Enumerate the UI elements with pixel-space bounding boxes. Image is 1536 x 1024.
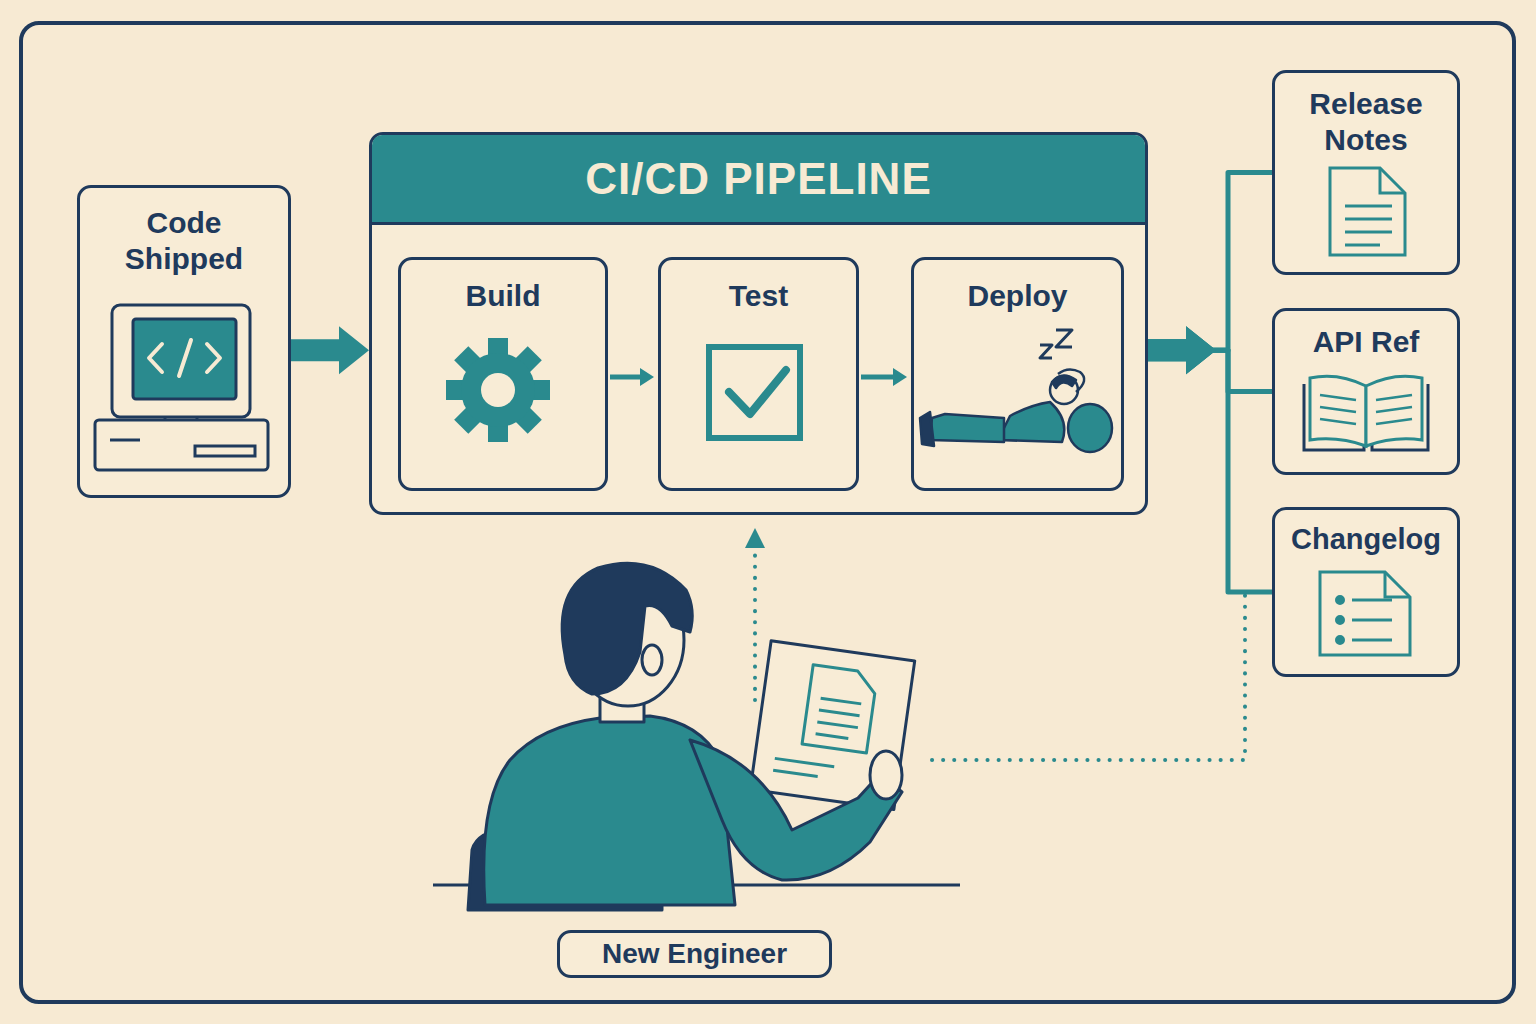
- block-arrow: [1148, 326, 1216, 374]
- connector: [861, 368, 907, 386]
- node-title: Test: [669, 278, 849, 314]
- connector: [1148, 326, 1272, 391]
- block-arrow: [1148, 326, 1216, 374]
- source-box: Code Shipped: [77, 185, 291, 498]
- stage-box: Build: [398, 257, 608, 491]
- stage-box: Deploy: [911, 257, 1124, 491]
- role-label-box: New Engineer: [557, 930, 832, 978]
- node-title: New Engineer: [565, 936, 825, 972]
- stage-box: Test: [658, 257, 859, 491]
- arrowhead: [640, 368, 654, 386]
- block-arrow: [291, 326, 369, 374]
- computer-illustration: [95, 305, 268, 470]
- node-title: Release Notes: [1286, 86, 1446, 158]
- arrow-shaft: [610, 375, 642, 380]
- list-document-icon: [1320, 572, 1410, 655]
- branch-line: [1212, 350, 1272, 391]
- engineer-illustration: [433, 563, 960, 910]
- connector: [610, 368, 654, 386]
- arrow-shaft: [861, 375, 895, 380]
- sleeping-person: [920, 330, 1112, 452]
- arrowhead: [893, 368, 907, 386]
- leader-arrowhead: [745, 528, 765, 548]
- branch-line: [1212, 350, 1272, 592]
- output-box: API Ref: [1272, 308, 1460, 475]
- book-icon: [1304, 376, 1428, 450]
- node-title: Deploy: [923, 278, 1113, 314]
- output-box: Release Notes: [1272, 70, 1460, 275]
- gear-icon: [446, 338, 550, 442]
- output-box: Changelog: [1272, 507, 1460, 677]
- node-title: CI/CD PIPELINE: [585, 154, 932, 204]
- node-title: API Ref: [1281, 324, 1451, 360]
- connector: [1148, 173, 1272, 375]
- document-icon: [1330, 168, 1405, 255]
- branch-line: [1212, 173, 1272, 351]
- checkbox-icon: [709, 347, 800, 438]
- outer-frame: [21, 23, 1514, 1002]
- node-title: Changelog: [1276, 521, 1456, 557]
- connector: [1148, 326, 1272, 592]
- header-band: CI/CD PIPELINE: [372, 135, 1145, 225]
- dotted-leader: [755, 548, 1245, 760]
- node-title: Code Shipped: [109, 205, 259, 277]
- node-title: Build: [408, 278, 598, 314]
- block-arrow: [1148, 326, 1216, 374]
- pipeline-box: CI/CD PIPELINE Build Test Deploy: [369, 132, 1148, 515]
- connector: [291, 326, 369, 374]
